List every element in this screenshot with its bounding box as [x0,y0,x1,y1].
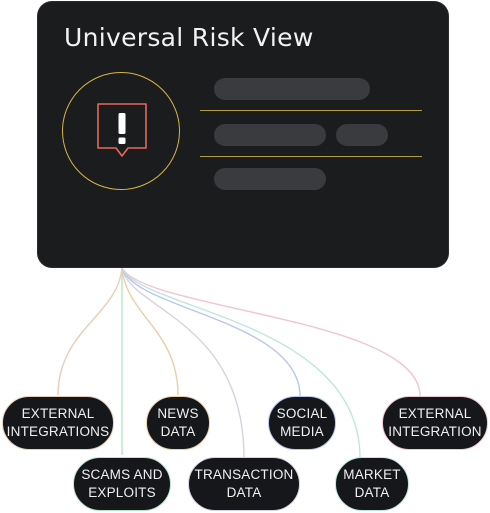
source-external-integration: EXTERNAL INTEGRATION [382,396,488,450]
source-label-line2: DATA [226,485,262,500]
source-news-data: NEWS DATA [146,396,210,450]
source-scams-and-exploits: SCAMS AND EXPLOITS [73,457,171,511]
risk-view-card: Universal Risk View [38,2,448,267]
source-label-line1: NEWS [157,406,199,421]
source-label-line2: INTEGRATIONS [6,424,110,439]
source-label-line1: MARKET [343,467,401,482]
source-social-media: SOCIAL MEDIA [268,396,336,450]
source-label-line2: DATA [354,485,390,500]
source-market-data: MARKET DATA [335,457,409,511]
connector-news-data [121,267,179,396]
source-label-line2: EXPLOITS [88,485,156,500]
connector-external-integration [121,267,421,397]
source-label-line1: SOCIAL [276,406,328,421]
source-label-line1: EXTERNAL [21,406,95,421]
placeholder-bar [336,124,388,146]
source-label-line1: SCAMS AND [81,467,163,482]
connector-transaction-data [121,267,245,459]
source-external-integrations: EXTERNAL INTEGRATIONS [2,396,114,450]
placeholder-bar [214,78,370,100]
source-label-line1: EXTERNAL [398,406,472,421]
divider-line [200,110,422,111]
source-label-line2: MEDIA [280,424,324,439]
divider-line [200,156,422,157]
card-title: Universal Risk View [64,23,314,52]
placeholder-bar [214,168,326,190]
source-label-line2: INTEGRATION [388,424,482,439]
connector-market-data [121,267,361,459]
source-label-line1: TRANSACTION [194,467,294,482]
placeholder-bar [214,124,326,146]
connector-social-media [121,267,301,397]
connector-external-integrations [57,267,123,396]
alert-ring [62,72,180,190]
source-transaction-data: TRANSACTION DATA [188,457,300,511]
source-label-line2: DATA [160,424,196,439]
alert-icon [97,103,147,157]
